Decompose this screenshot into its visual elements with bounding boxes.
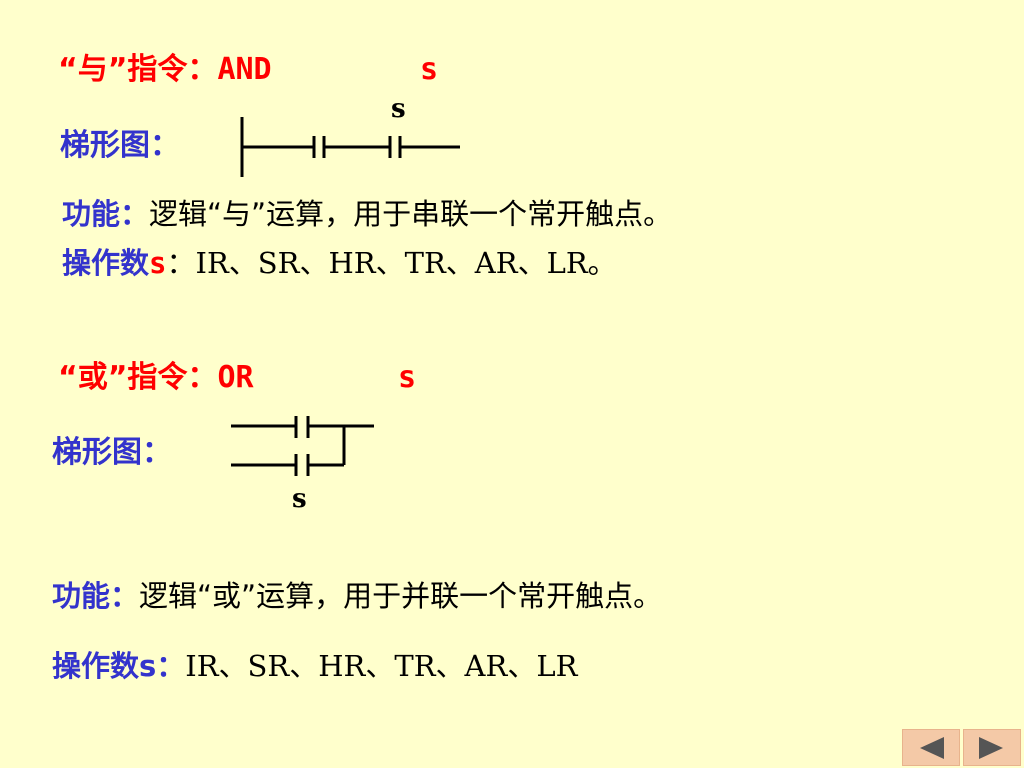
or-function-label: 功能： xyxy=(52,579,140,613)
or-ladder-diagram xyxy=(231,416,374,476)
or-heading-operand: s xyxy=(398,360,417,395)
and-contact-label: s xyxy=(391,94,406,124)
or-ladder-label: 梯形图： xyxy=(52,435,172,470)
and-operand-s: s xyxy=(149,246,167,280)
and-heading-operand: s xyxy=(420,52,439,87)
or-operand-label: 操作数s： xyxy=(52,649,186,683)
and-ladder-diagram xyxy=(240,117,460,177)
next-slide-button[interactable] xyxy=(963,729,1021,766)
previous-slide-button[interactable] xyxy=(902,729,960,766)
and-heading-cmd: AND xyxy=(217,52,272,87)
or-heading: “或”指令：OR xyxy=(58,363,254,393)
and-operand-colon: ： xyxy=(166,246,196,280)
and-function-line: 功能：逻辑“与”运算，用于串联一个常开触点。 xyxy=(62,200,672,229)
or-operand-line: 操作数s：IR、SR、HR、TR、AR、LR xyxy=(52,652,577,681)
triangle-right-icon xyxy=(979,736,1003,759)
and-function-text: 逻辑“与”运算，用于串联一个常开触点。 xyxy=(149,197,673,231)
or-heading-cmd: OR xyxy=(217,360,254,395)
or-function-text: 逻辑“或”运算，用于并联一个常开触点。 xyxy=(139,579,663,613)
or-contact-label: s xyxy=(292,484,307,514)
and-function-label: 功能： xyxy=(62,197,150,231)
and-heading: “与”指令：AND xyxy=(58,55,272,85)
and-heading-prefix: “与”指令： xyxy=(58,52,218,87)
and-operand-list: IR、SR、HR、TR、AR、LR。 xyxy=(195,246,617,280)
or-operand-list: IR、SR、HR、TR、AR、LR xyxy=(185,649,578,683)
triangle-left-icon xyxy=(920,736,944,759)
and-operand-line: 操作数s：IR、SR、HR、TR、AR、LR。 xyxy=(62,249,617,278)
and-ladder-label: 梯形图： xyxy=(60,128,180,163)
or-heading-prefix: “或”指令： xyxy=(58,360,218,395)
and-operand-label: 操作数 xyxy=(62,246,150,280)
or-function-line: 功能：逻辑“或”运算，用于并联一个常开触点。 xyxy=(52,582,662,611)
